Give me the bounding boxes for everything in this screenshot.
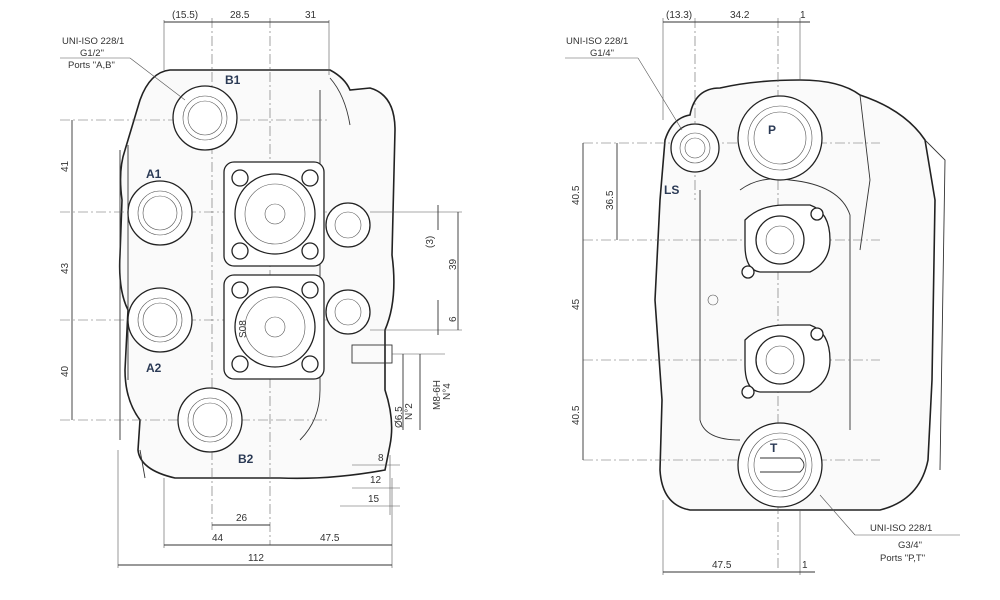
label-ls: LS	[664, 183, 679, 197]
right-dim-3: (3)	[425, 236, 436, 248]
dim-12: 12	[370, 475, 382, 486]
side-port-lower	[325, 289, 371, 335]
port-a2	[127, 287, 193, 353]
label-b1: B1	[225, 73, 241, 87]
valve-marking: S08	[238, 320, 249, 338]
note-m8: M8-6H	[432, 380, 443, 410]
cartridge-upper	[741, 204, 831, 279]
right-left-dim-2: 36.5	[605, 190, 616, 210]
left-note-line-2: G1/2"	[80, 48, 104, 59]
right-note-bottom-1: UNI-ISO 228/1	[870, 523, 932, 534]
valve-block-upper	[223, 161, 325, 267]
port-ls	[670, 123, 720, 173]
right-top-dim-3: 1	[800, 10, 806, 21]
note-n4: N°4	[442, 383, 453, 400]
dim-112: 112	[248, 553, 264, 564]
note-n2: N°2	[404, 403, 415, 420]
dim-8: 8	[378, 453, 384, 464]
left-note-line-1: UNI-ISO 228/1	[62, 36, 124, 47]
right-bottom-dim-2: 1	[802, 560, 808, 571]
right-dim-39: 39	[448, 258, 459, 270]
left-dim-40: 40	[60, 365, 71, 377]
port-p	[737, 95, 823, 181]
right-top-dim-2: 34.2	[730, 10, 750, 21]
label-a2: A2	[146, 361, 162, 375]
left-top-dim-2: 28.5	[230, 10, 250, 21]
right-bottom-dim-1: 47.5	[712, 560, 732, 571]
right-note-top-2: G1/4"	[590, 48, 614, 59]
cartridge-lower	[741, 324, 831, 399]
right-left-dim-4: 40.5	[571, 405, 582, 425]
port-a1	[127, 180, 193, 246]
dim-26: 26	[236, 513, 248, 524]
left-top-dim-3: 31	[305, 10, 317, 21]
label-b2: B2	[238, 452, 254, 466]
right-view: P LS T UNI-ISO 228/1 G1/4" (13.3) 34.2 1…	[565, 10, 960, 575]
right-note-top-1: UNI-ISO 228/1	[566, 36, 628, 47]
valve-block-lower	[223, 274, 325, 380]
right-top-dim-1: (13.3)	[666, 10, 692, 21]
label-a1: A1	[146, 167, 162, 181]
right-valve-body	[654, 79, 936, 511]
port-b1	[172, 85, 238, 151]
port-t	[737, 422, 823, 508]
left-dim-41: 41	[60, 160, 71, 172]
left-dim-43: 43	[60, 262, 71, 274]
label-t: T	[770, 441, 778, 455]
port-b2	[177, 387, 243, 453]
dim-44: 44	[212, 533, 224, 544]
right-left-dim-3: 45	[571, 298, 582, 310]
left-view: S08 B1 A1 A2 B2 UNI-ISO 228/1 G1/2" Port…	[60, 10, 462, 568]
right-note-bottom-2: G3/4"	[898, 540, 922, 551]
left-valve-body	[118, 69, 396, 480]
note-d65: Ø6.5	[394, 406, 405, 428]
label-p: P	[768, 123, 776, 137]
right-left-dim-1: 40.5	[571, 185, 582, 205]
right-note-bottom-3: Ports "P,T"	[880, 553, 925, 564]
left-top-dim-1: (15.5)	[172, 10, 198, 21]
side-port-upper	[325, 202, 371, 248]
dim-15: 15	[368, 494, 380, 505]
right-dim-6: 6	[448, 316, 459, 322]
left-note-line-3: Ports "A,B"	[68, 60, 115, 71]
dim-47-5: 47.5	[320, 533, 340, 544]
